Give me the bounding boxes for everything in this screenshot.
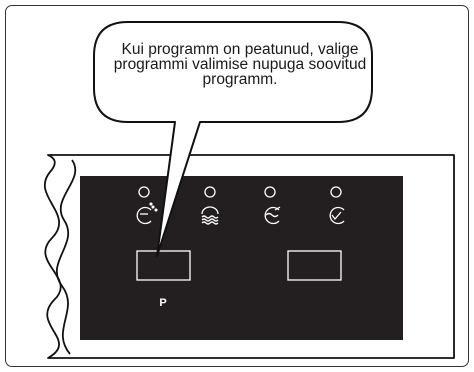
- instruction-line-3: programm.: [202, 71, 278, 88]
- instruction-line-2: programmi valimise nupuga soovitud: [113, 56, 367, 73]
- indicator-light-4: [330, 186, 342, 198]
- program-button-label: P: [159, 297, 166, 309]
- check-circle-icon: [329, 206, 345, 225]
- indicator-light-1: [138, 186, 150, 198]
- control-panel: [80, 176, 403, 340]
- rinse-spray-icon: [136, 202, 158, 225]
- program-select-button[interactable]: [136, 250, 191, 281]
- speech-bubble: [93, 21, 373, 257]
- indicator-light-3: [264, 186, 276, 198]
- start-pause-button[interactable]: [287, 250, 342, 281]
- door-break-inner-line: [55, 159, 77, 355]
- instruction-line-1: Kui programm on peatunud, valige: [121, 41, 359, 58]
- indicator-light-2: [204, 186, 216, 198]
- wash-wave-icon: [264, 206, 281, 225]
- instruction-text: Kui programm on peatunud, valige program…: [110, 41, 370, 88]
- waves-program-icon: [201, 206, 219, 225]
